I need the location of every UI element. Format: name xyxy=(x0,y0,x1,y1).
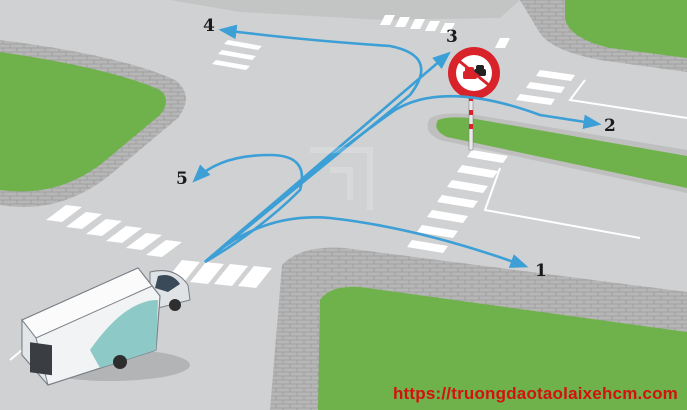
no-overtaking-icon xyxy=(457,58,491,88)
route-5-path xyxy=(192,153,304,264)
grass-bottom-right xyxy=(270,247,687,410)
route-1-path xyxy=(204,216,529,268)
far-sidewalk xyxy=(170,0,520,20)
route-4-path xyxy=(204,24,423,264)
crosswalk-right xyxy=(407,150,508,253)
no-overtaking-sign xyxy=(448,47,500,151)
crosswalk-left xyxy=(46,205,182,257)
route-4-label: 4 xyxy=(203,16,215,36)
crosswalk-top-left xyxy=(212,40,262,70)
grass-top-right xyxy=(520,0,687,72)
route-3-label: 3 xyxy=(446,27,458,47)
grass-median-right xyxy=(427,113,687,193)
route-2-label: 2 xyxy=(604,116,616,136)
website-url[interactable]: https://truongdaotaolaixehcm.com xyxy=(392,384,678,403)
route-arrows xyxy=(192,24,602,268)
crosswalk-top xyxy=(380,15,510,48)
watermark-logo xyxy=(310,147,373,210)
route-1-label: 1 xyxy=(535,261,547,281)
grass-top-left xyxy=(0,40,186,207)
truck xyxy=(21,267,191,386)
crosswalk-top-right xyxy=(516,70,575,105)
route-5-label: 5 xyxy=(176,169,188,189)
